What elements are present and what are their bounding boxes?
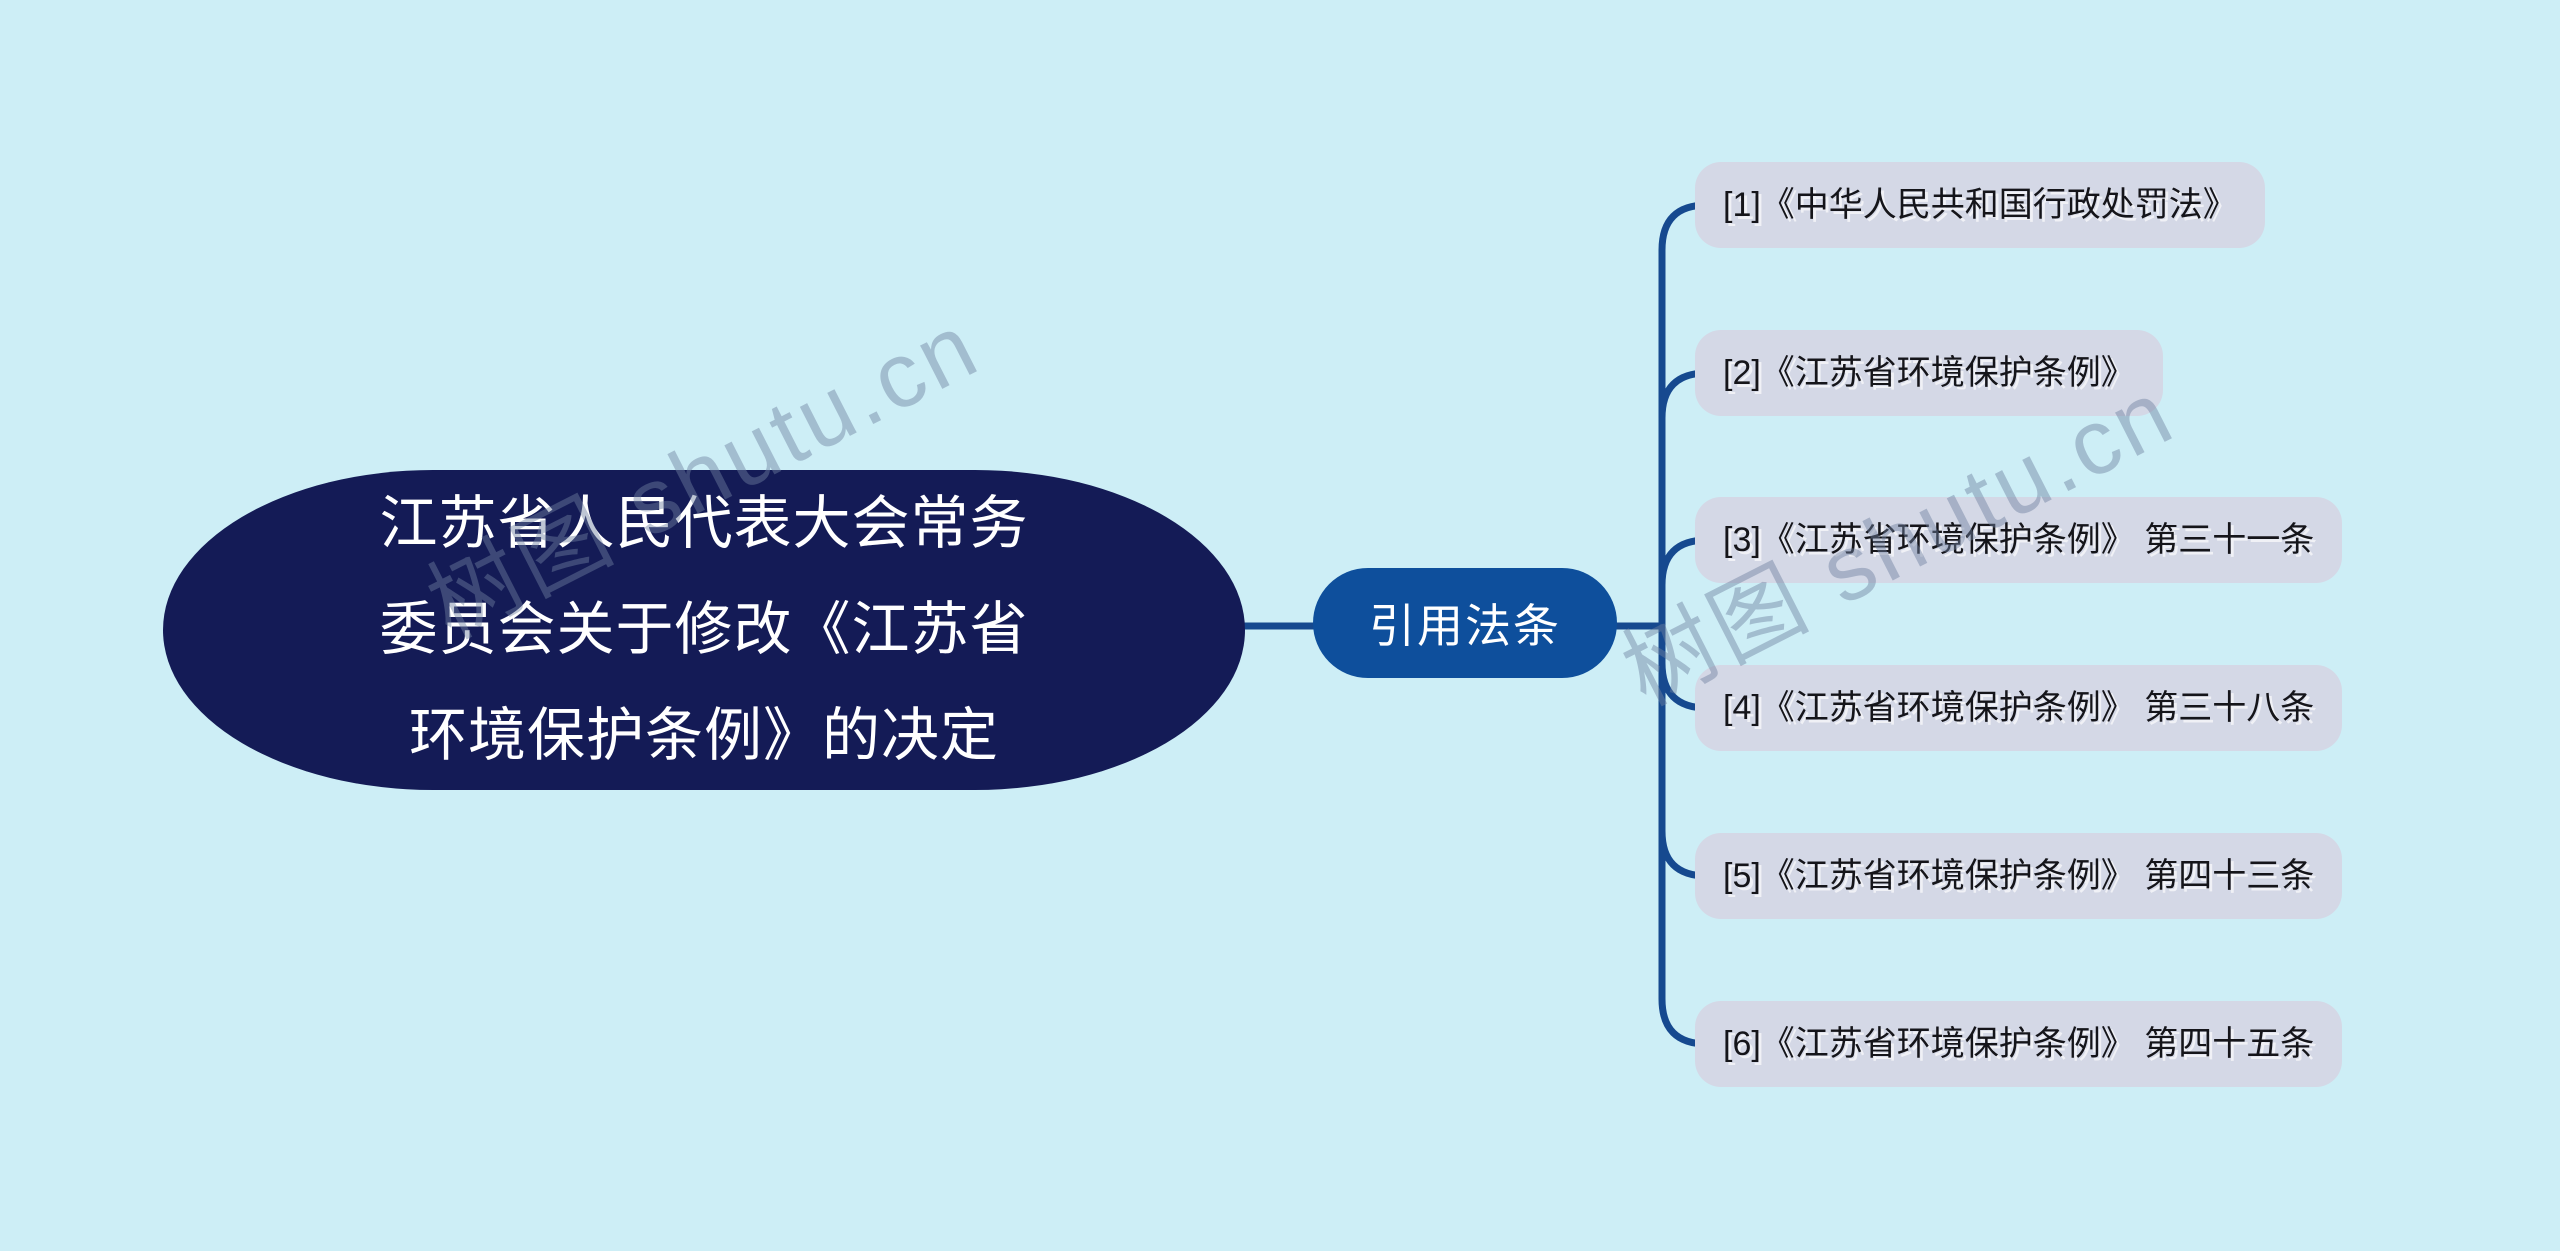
leaf-node-statute-6[interactable]: [6]《江苏省环境保护条例》 第四十五条 xyxy=(1695,1001,2343,1087)
root-topic-line: 环境保护条例》的决定 xyxy=(408,703,999,768)
root-topic-node[interactable]: 江苏省人民代表大会常务 委员会关于修改《江苏省 环境保护条例》的决定 xyxy=(163,470,1245,790)
branch-node-cited-statutes[interactable]: 引用法条 xyxy=(1313,568,1617,678)
leaf-node-statute-1[interactable]: [1]《中华人民共和国行政处罚法》 xyxy=(1695,162,2265,248)
root-topic-line: 江苏省人民代表大会常务 xyxy=(379,491,1029,556)
branch-node-label: 引用法条 xyxy=(1369,600,1561,652)
leaf-node-statute-3[interactable]: [3]《江苏省环境保护条例》 第三十一条 xyxy=(1695,497,2343,583)
root-topic-line: 委员会关于修改《江苏省 xyxy=(379,597,1029,662)
leaf-node-statute-2[interactable]: [2]《江苏省环境保护条例》 xyxy=(1695,330,2163,416)
leaf-node-statute-4[interactable]: [4]《江苏省环境保护条例》 第三十八条 xyxy=(1695,665,2343,751)
edge-leaf-2 xyxy=(1658,369,1711,630)
edge-leaf-5 xyxy=(1658,622,1711,880)
leaf-node-statute-5[interactable]: [5]《江苏省环境保护条例》 第四十三条 xyxy=(1695,833,2343,919)
